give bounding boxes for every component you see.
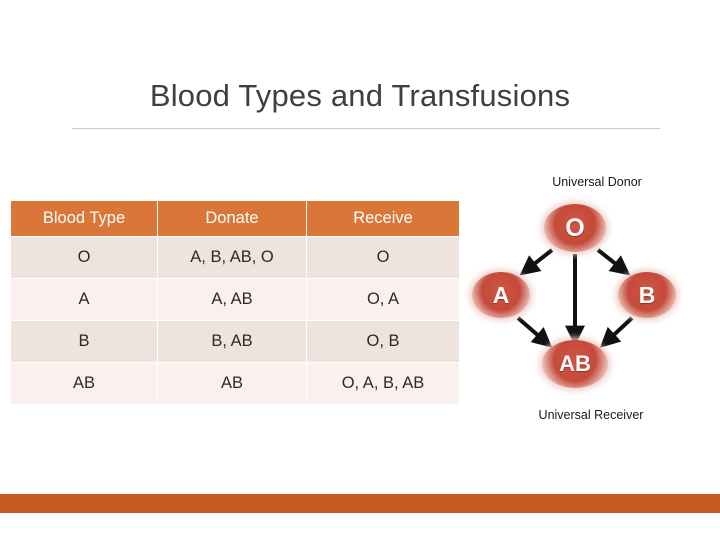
table-row: O A, B, AB, O O xyxy=(10,236,460,279)
cell-blood-type: A xyxy=(10,278,158,321)
column-header-donate: Donate xyxy=(157,200,307,237)
cell-receive: O, A, B, AB xyxy=(306,362,460,405)
footer-bar xyxy=(0,494,720,513)
table-row: A A, AB O, A xyxy=(10,278,460,321)
cell-receive: O xyxy=(306,236,460,279)
cell-donate: AB xyxy=(157,362,307,405)
table-header-row: Blood Type Donate Receive xyxy=(10,200,460,237)
page-title: Blood Types and Transfusions xyxy=(149,78,571,113)
blood-node-o: O xyxy=(544,204,606,252)
column-header-receive: Receive xyxy=(306,200,460,237)
transfusion-diagram: Universal Donor O A B AB Universal Recei… xyxy=(456,168,712,438)
title-divider xyxy=(72,128,660,129)
table-row: B B, AB O, B xyxy=(10,320,460,363)
diagram-arrows xyxy=(516,248,634,348)
universal-donor-label: Universal Donor xyxy=(552,175,642,189)
cell-donate: B, AB xyxy=(157,320,307,363)
blood-node-ab: AB xyxy=(542,340,608,388)
cell-blood-type: B xyxy=(10,320,158,363)
blood-type-table-container: Blood Type Donate Receive O A, B, AB, O … xyxy=(10,200,460,405)
cell-receive: O, A xyxy=(306,278,460,321)
cell-donate: A, B, AB, O xyxy=(157,236,307,279)
blood-type-table: Blood Type Donate Receive O A, B, AB, O … xyxy=(10,200,460,405)
column-header-blood-type: Blood Type xyxy=(10,200,158,237)
cell-blood-type: O xyxy=(10,236,158,279)
cell-donate: A, AB xyxy=(157,278,307,321)
blood-node-a: A xyxy=(472,272,530,318)
cell-blood-type: AB xyxy=(10,362,158,405)
table-row: AB AB O, A, B, AB xyxy=(10,362,460,405)
universal-receiver-label: Universal Receiver xyxy=(538,408,644,422)
blood-node-b: B xyxy=(618,272,676,318)
cell-receive: O, B xyxy=(306,320,460,363)
